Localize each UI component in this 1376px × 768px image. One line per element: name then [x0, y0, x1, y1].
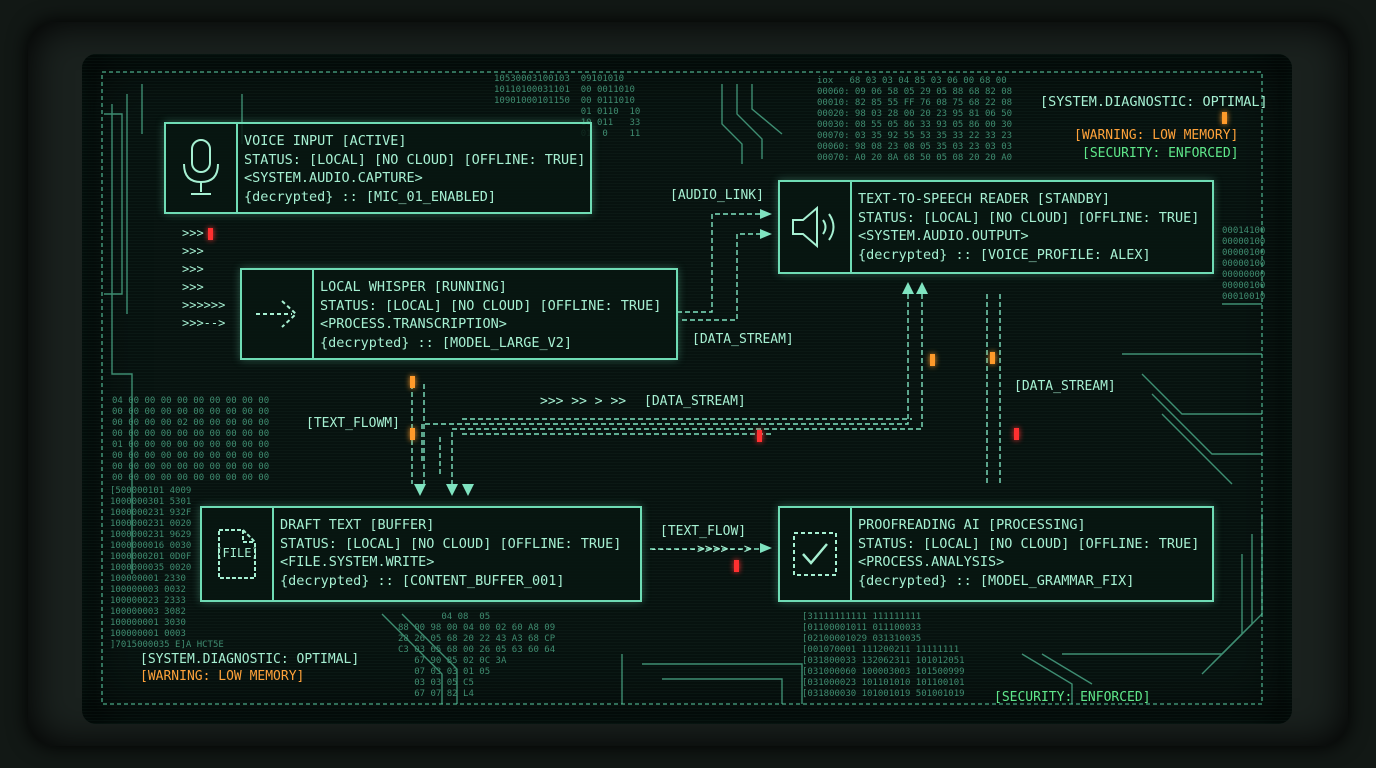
proofreading-panel[interactable]: PROOFREADING AI [PROCESSING] STATUS: [LO…	[778, 506, 1214, 602]
draft-text-status: STATUS: [LOCAL] [NO CLOUD] [OFFLINE: TRU…	[280, 535, 622, 552]
led-indicator	[1014, 428, 1019, 440]
local-whisper-status: STATUS: [LOCAL] [NO CLOUD] [OFFLINE: TRU…	[320, 297, 662, 314]
led-indicator	[208, 228, 213, 240]
led-indicator	[930, 354, 935, 366]
proofreading-title: PROOFREADING AI [PROCESSING]	[858, 517, 1086, 533]
led-indicator	[990, 352, 995, 364]
data-stream-label-whisper: [DATA_STREAM]	[692, 332, 794, 347]
security-status-top: [SECURITY: ENFORCED]	[1082, 146, 1239, 161]
voice-input-panel[interactable]: VOICE INPUT [ACTIVE] STATUS: [LOCAL] [NO…	[164, 122, 592, 214]
memory-warning-bottom: [WARNING: LOW MEMORY]	[140, 669, 305, 684]
diagnostic-status-top: [SYSTEM.DIAGNOSTIC: OPTIMAL]	[1040, 94, 1268, 110]
draft-text-panel[interactable]: [FILE] DRAFT TEXT [BUFFER] STATUS: [LOCA…	[200, 506, 642, 602]
tts-reader-panel[interactable]: TEXT-TO-SPEECH READER [STANDBY] STATUS: …	[778, 180, 1214, 274]
draft-text-title: DRAFT TEXT [BUFFER]	[280, 517, 435, 533]
file-icon-label: [FILE]	[215, 546, 259, 560]
flow-arrows-bottom: ------>>>>-->	[650, 542, 752, 557]
file-icon: [FILE]	[202, 508, 274, 600]
voice-input-title: VOICE INPUT [ACTIVE]	[244, 133, 407, 149]
draft-text-decrypted: {decrypted} :: [CONTENT_BUFFER_001]	[280, 572, 565, 589]
hex-dump-left-mid: 04 00 00 00 00 00 00 00 00 00 00 00 00 0…	[112, 396, 270, 483]
tts-reader-decrypted: {decrypted} :: [VOICE_PROFILE: ALEX]	[858, 246, 1151, 263]
proofreading-decrypted: {decrypted} :: [MODEL_GRAMMAR_FIX]	[858, 572, 1135, 589]
speaker-icon	[780, 182, 852, 272]
audio-link-label: [AUDIO_LINK]	[670, 188, 764, 203]
crt-screen: 10530003100103 09101010 10110100031101 0…	[82, 54, 1292, 724]
local-whisper-title: LOCAL WHISPER [RUNNING]	[320, 279, 507, 295]
voice-input-decrypted: {decrypted} :: [MIC_01_ENABLED]	[244, 188, 496, 205]
proofreading-status: STATUS: [LOCAL] [NO CLOUD] [OFFLINE: TRU…	[858, 535, 1200, 552]
input-arrow-stack: >>> >>> >>> >>> >>>>>> >>>-->	[182, 226, 226, 330]
microphone-icon	[166, 124, 238, 212]
data-stream-label-right: [DATA_STREAM]	[1014, 379, 1116, 394]
led-indicator	[410, 376, 415, 388]
text-flowm-label: [TEXT_FLOWM]	[306, 416, 400, 431]
security-status-bottom: [SECURITY: ENFORCED]	[994, 690, 1151, 705]
hex-dump-right-edge: 00014100 00000100 00000100 00000100 0000…	[1222, 226, 1266, 302]
proofreading-process: <PROCESS.ANALYSIS>	[858, 554, 1005, 570]
hex-dump-top-a: 10530003100103 09101010 10110100031101 0…	[494, 74, 641, 139]
checkmark-icon	[780, 508, 852, 600]
voice-input-process: <SYSTEM.AUDIO.CAPTURE>	[244, 170, 423, 186]
hex-dump-bottom-mid: 04 08 05 88 00 98 00 04 00 02 60 A8 09 2…	[398, 612, 556, 699]
led-indicator	[1222, 112, 1227, 124]
tts-reader-title: TEXT-TO-SPEECH READER [STANDBY]	[858, 191, 1110, 207]
flow-arrows-middle: >>> >> > >>	[540, 394, 627, 409]
voice-input-status: STATUS: [LOCAL] [NO CLOUD] [OFFLINE: TRU…	[244, 151, 586, 168]
draft-text-process: <FILE.SYSTEM.WRITE>	[280, 554, 435, 570]
flow-arrow-icon	[242, 270, 314, 358]
circuit-wiring	[101, 71, 1263, 705]
hex-dump-left-low: [500000101 4009 1000000301 5301 10000002…	[110, 486, 224, 650]
led-indicator	[734, 560, 739, 572]
hex-dump-bottom-right: [31111111111 111111111 [01100001011 0111…	[802, 612, 965, 699]
led-indicator	[410, 428, 415, 440]
text-flow-label: [TEXT_FLOW]	[660, 524, 747, 539]
local-whisper-process: <PROCESS.TRANSCRIPTION>	[320, 316, 507, 332]
led-indicator	[757, 430, 762, 442]
data-stream-label-middle: [DATA_STREAM]	[644, 394, 746, 409]
diagnostic-status-bottom: [SYSTEM.DIAGNOSTIC: OPTIMAL]	[140, 652, 360, 667]
local-whisper-panel[interactable]: LOCAL WHISPER [RUNNING] STATUS: [LOCAL] …	[240, 268, 678, 360]
tts-reader-status: STATUS: [LOCAL] [NO CLOUD] [OFFLINE: TRU…	[858, 209, 1200, 226]
local-whisper-decrypted: {decrypted} :: [MODEL_LARGE_V2]	[320, 334, 572, 351]
hex-dump-top-b: iox 68 03 03 04 85 03 06 00 68 00 00060:…	[817, 76, 1013, 163]
memory-warning-top: [WARNING: LOW MEMORY]	[1074, 128, 1239, 143]
tts-reader-process: <SYSTEM.AUDIO.OUTPUT>	[858, 228, 1029, 244]
